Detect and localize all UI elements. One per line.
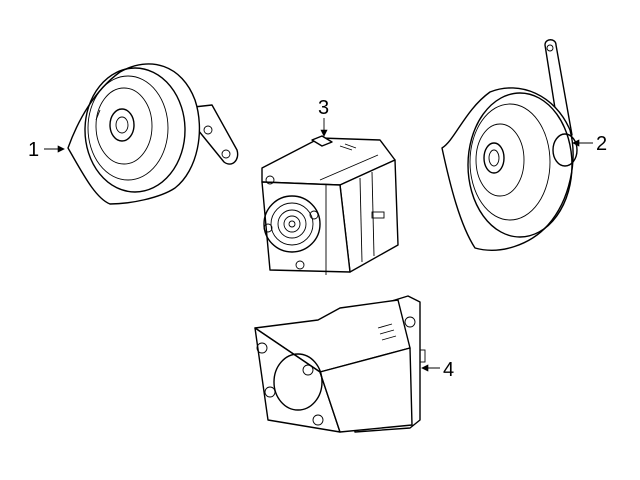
callout-3: 3 (318, 97, 329, 137)
callout-1: 1 (28, 139, 65, 161)
callout-1-label: 1 (28, 139, 39, 161)
horn-module[interactable] (261, 135, 399, 275)
callout-3-label: 3 (318, 97, 329, 119)
callout-2: 2 (572, 133, 607, 155)
horn-right[interactable] (441, 39, 578, 251)
callout-4: 4 (421, 359, 454, 381)
callout-4-label: 4 (443, 359, 454, 381)
callout-2-label: 2 (596, 133, 607, 155)
horn-left[interactable] (67, 63, 239, 205)
mounting-bracket[interactable] (254, 295, 426, 433)
